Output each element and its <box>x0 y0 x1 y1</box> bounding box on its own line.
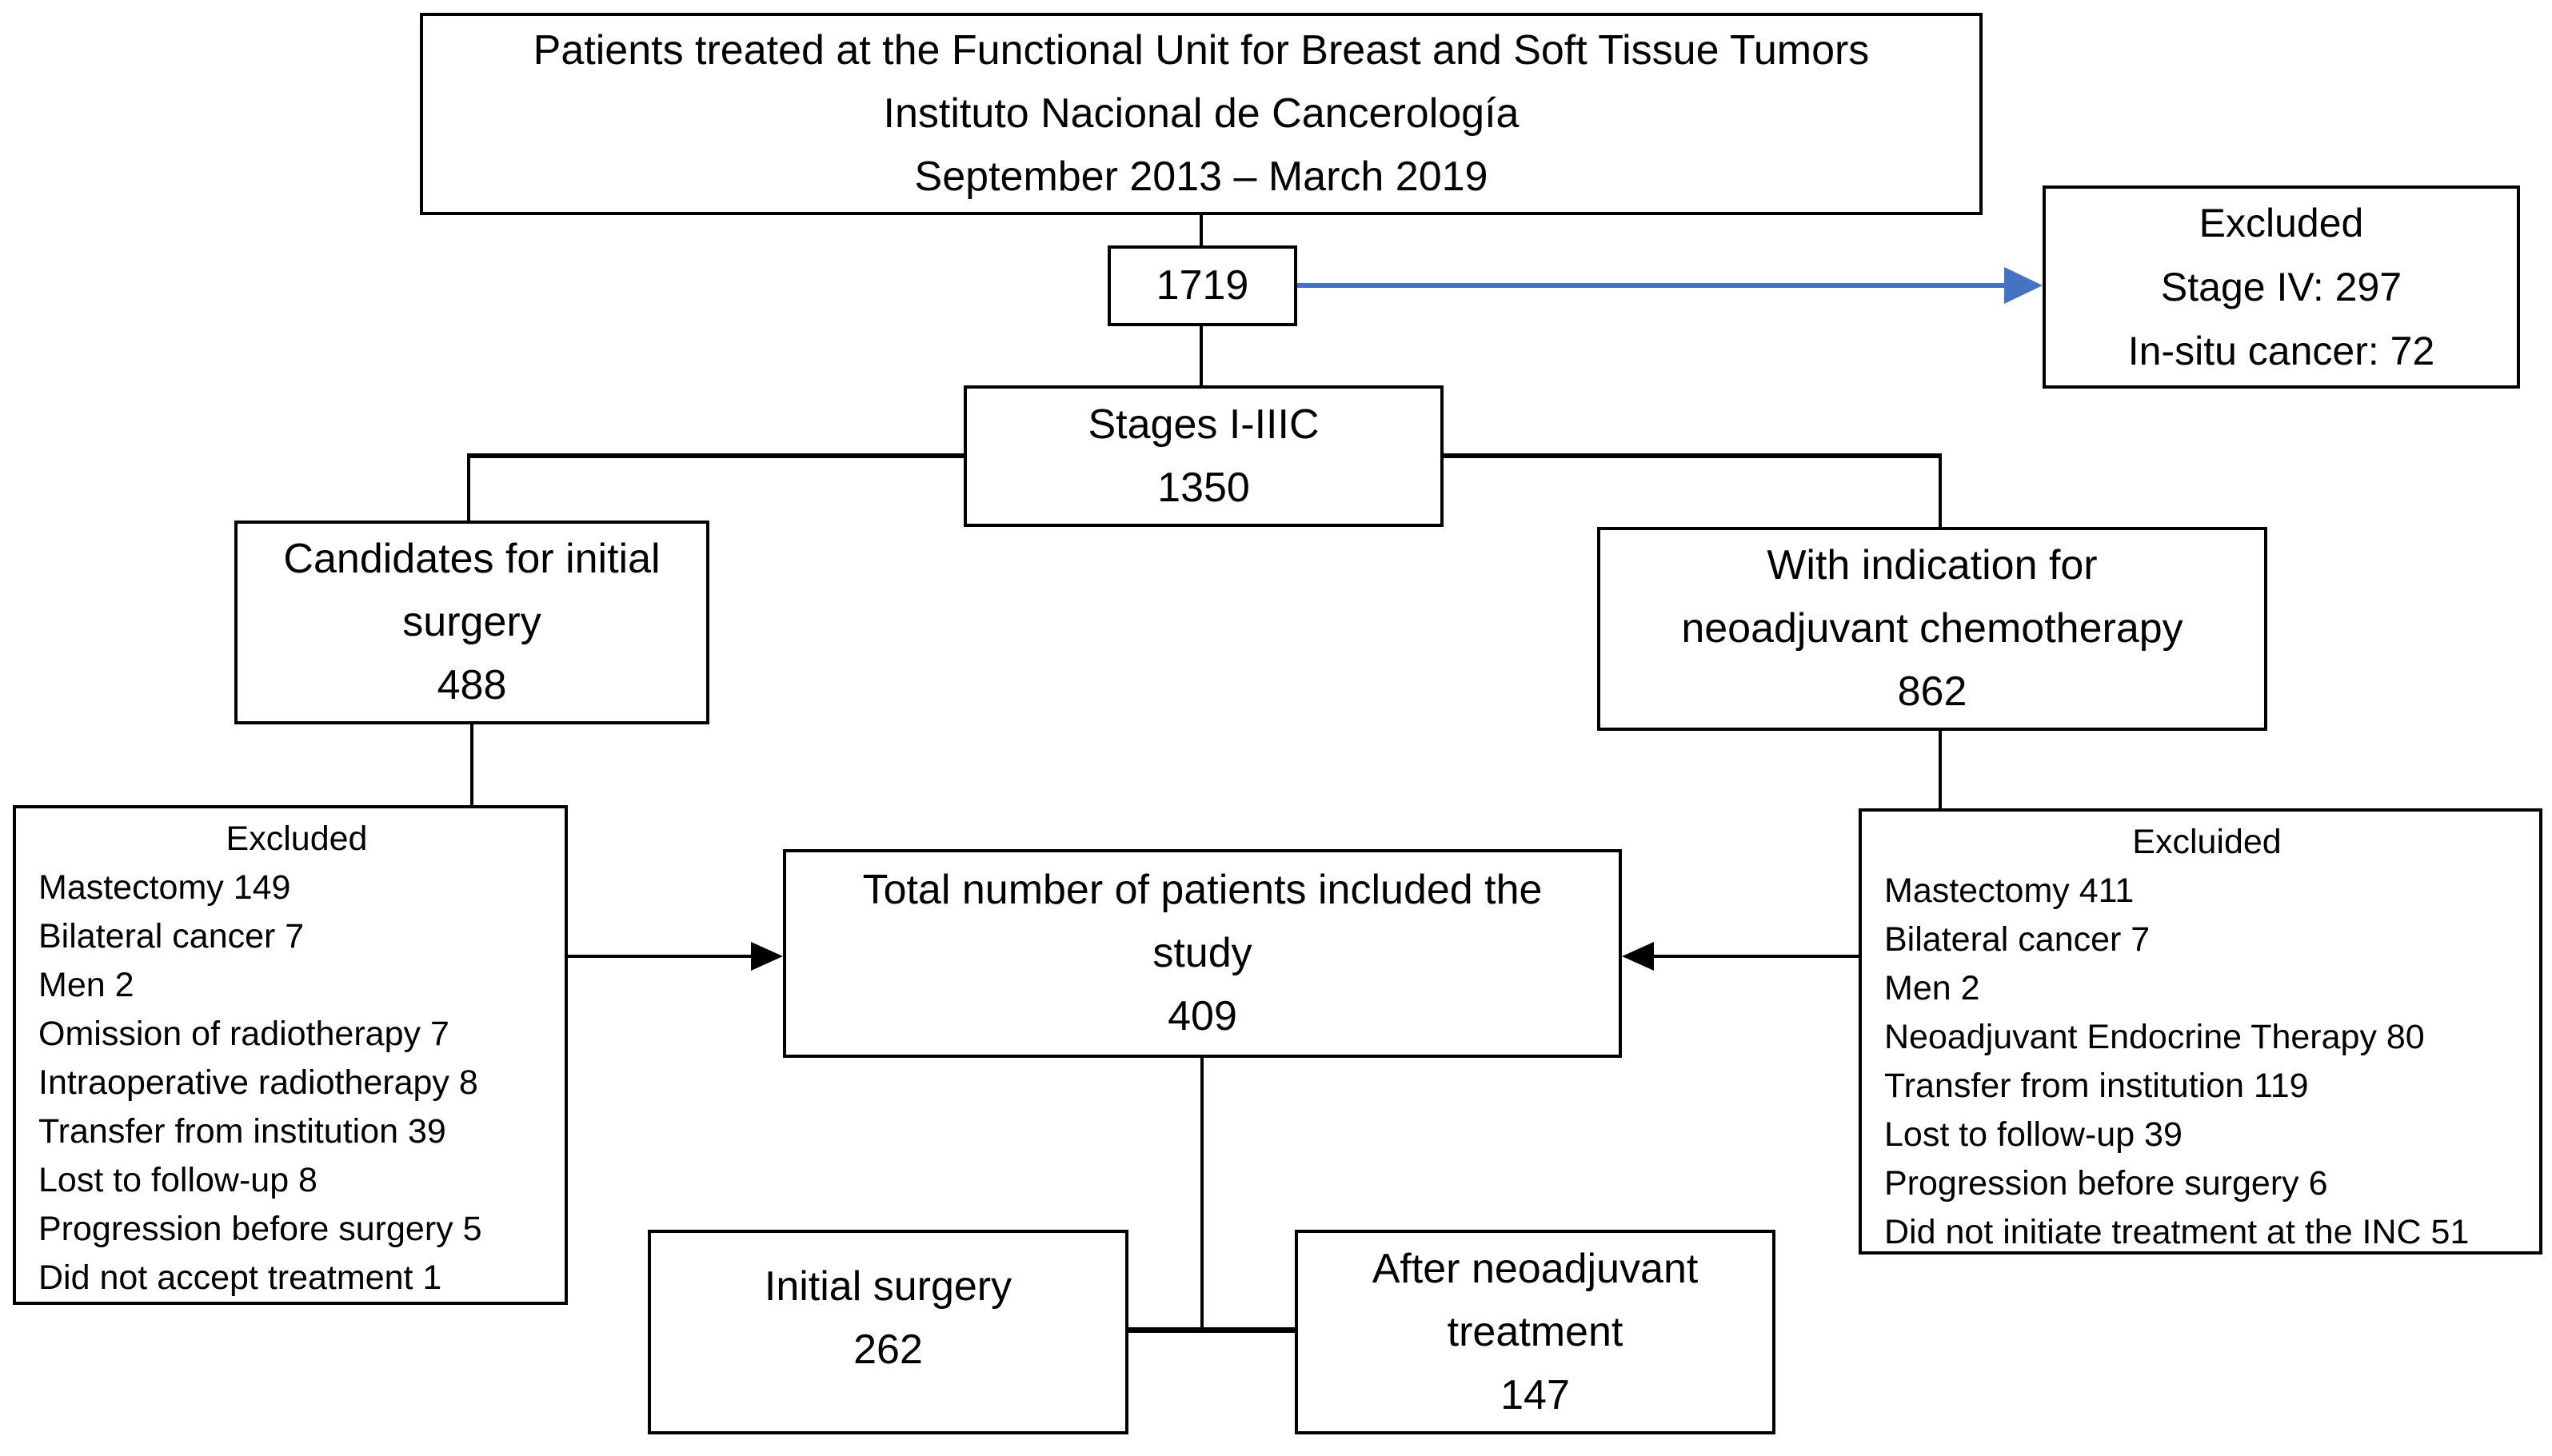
after-neoadjuvant-line-2: treatment <box>1447 1308 1623 1355</box>
connector-stages-branch-right-vertical <box>1939 453 1942 527</box>
connector-stages-branch-right-horizontal <box>1440 453 1940 458</box>
excluded-right-item: Bilateral cancer 7 <box>1884 920 2151 959</box>
title-line-2: Instituto Nacional de Cancerología <box>883 90 1520 137</box>
excluded-right-item: Men 2 <box>1884 969 1980 1007</box>
stages-box: Stages I-IIIC 1350 <box>964 385 1444 527</box>
total-count: 409 <box>1168 993 1237 1039</box>
excluded-right-item: Neoadjuvant Endocrine Therapy 80 <box>1884 1018 2425 1056</box>
after-neoadjuvant-box: After neoadjuvant treatment 147 <box>1295 1230 1775 1434</box>
connector-neoadjuvant-to-excluded-right <box>1939 731 1942 808</box>
neoadjuvant-indication-count: 862 <box>1897 668 1967 715</box>
excluded-left-item: Lost to follow-up 8 <box>38 1161 318 1199</box>
count-1719-box: 1719 <box>1108 245 1297 326</box>
excluded-right-item: Mastectomy 411 <box>1884 872 2135 910</box>
candidates-box: Candidates for initial surgery 488 <box>234 521 709 724</box>
excluded-top-title: Excluded <box>2199 201 2364 245</box>
connector-stages-branch-left-vertical <box>467 453 470 521</box>
candidates-line-1: Candidates for initial <box>283 536 661 582</box>
arrow-excluded-left-to-total-head <box>751 942 783 971</box>
arrow-1719-to-excluded-line <box>1297 283 2007 288</box>
excluded-left-item: Did not accept treatment 1 <box>38 1259 442 1297</box>
connector-stages-branch-left-horizontal <box>469 453 964 458</box>
excluded-left-item: Transfer from institution 39 <box>38 1112 446 1151</box>
excluded-left-title: Excluded <box>226 820 368 858</box>
excluded-left-item: Progression before surgery 5 <box>38 1210 482 1248</box>
excluded-top-line-2: In-situ cancer: 72 <box>2127 329 2435 373</box>
neoadjuvant-indication-box: With indication for neoadjuvant chemothe… <box>1597 527 2267 731</box>
stages-label: Stages I-IIIC <box>1088 401 1320 448</box>
initial-surgery-count: 262 <box>853 1326 923 1373</box>
initial-surgery-box: Initial surgery 262 <box>648 1230 1128 1434</box>
excluded-left-item: Intraoperative radiotherapy 8 <box>38 1063 478 1102</box>
arrow-1719-to-excluded-head <box>2004 267 2043 304</box>
excluded-right-item: Transfer from institution 119 <box>1884 1067 2309 1105</box>
excluded-top-box: Excluded Stage IV: 297 In-situ cancer: 7… <box>2043 185 2520 389</box>
excluded-top-line-1: Stage IV: 297 <box>2160 265 2402 309</box>
excluded-left-item: Omission of radiotherapy 7 <box>38 1015 449 1053</box>
after-neoadjuvant-line-1: After neoadjuvant <box>1372 1245 1699 1292</box>
excluded-left-item: Men 2 <box>38 966 134 1004</box>
candidates-count: 488 <box>437 662 507 708</box>
excluded-left-item: Mastectomy 149 <box>38 868 291 907</box>
after-neoadjuvant-count: 147 <box>1500 1371 1570 1418</box>
initial-surgery-label: Initial surgery <box>764 1263 1012 1310</box>
excluded-right-item: Progression before surgery 6 <box>1884 1164 2328 1203</box>
total-box: Total number of patients included the st… <box>783 849 1622 1058</box>
total-line-2: study <box>1152 930 1252 976</box>
stages-count: 1350 <box>1157 464 1250 511</box>
connector-candidates-to-excluded-left <box>470 724 473 805</box>
excluded-left-box: Excluded Mastectomy 149 Bilateral cancer… <box>13 805 568 1305</box>
excluded-right-item: Lost to follow-up 39 <box>1884 1115 2183 1154</box>
excluded-right-title: Excluided <box>2132 823 2282 861</box>
connector-1719-to-stages <box>1200 326 1203 385</box>
title-box: Patients treated at the Functional Unit … <box>420 13 1983 215</box>
arrow-excluded-right-to-total-head <box>1622 942 1654 971</box>
title-line-3: September 2013 – March 2019 <box>914 154 1488 200</box>
excluded-left-item: Bilateral cancer 7 <box>38 917 305 955</box>
count-1719-value: 1719 <box>1156 262 1249 309</box>
connector-total-to-bottom <box>1200 1058 1204 1332</box>
excluded-right-box: Excluided Mastectomy 411 Bilateral cance… <box>1859 808 2542 1255</box>
total-line-1: Total number of patients included the <box>862 867 1543 913</box>
connector-title-to-1719 <box>1200 215 1203 245</box>
arrow-excluded-right-to-total-line <box>1652 955 1859 958</box>
excluded-right-item: Did not initiate treatment at the INC 51 <box>1884 1213 2470 1251</box>
title-line-1: Patients treated at the Functional Unit … <box>533 27 1870 74</box>
candidates-line-2: surgery <box>402 599 541 645</box>
neoadjuvant-indication-line-1: With indication for <box>1767 542 2098 588</box>
neoadjuvant-indication-line-2: neoadjuvant chemotherapy <box>1681 605 2183 652</box>
connector-bottom-horizontal <box>1128 1327 1295 1333</box>
arrow-excluded-left-to-total-line <box>568 955 753 958</box>
